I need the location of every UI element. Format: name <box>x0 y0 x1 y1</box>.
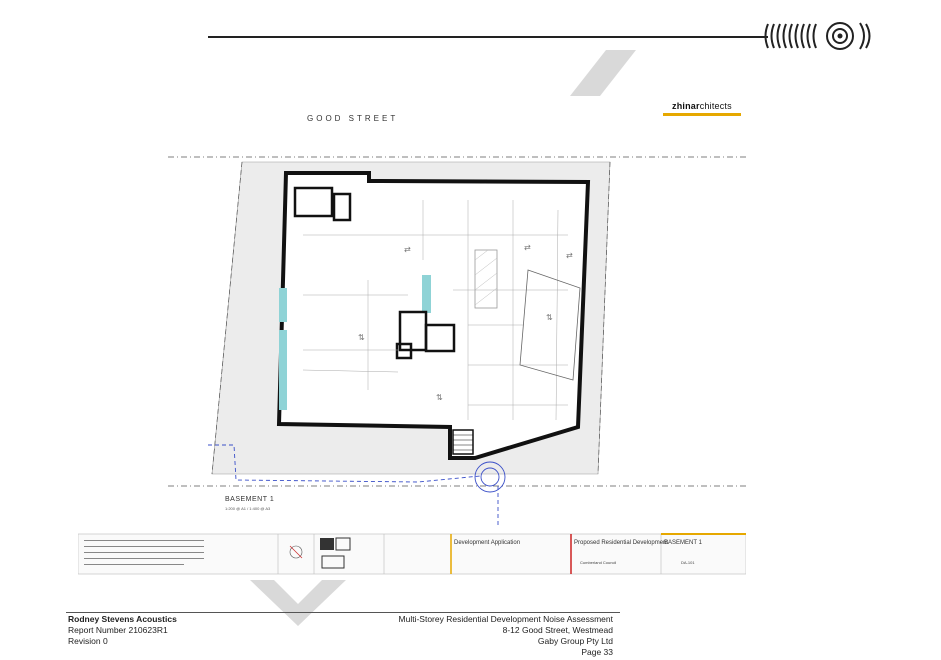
basement-title: BASEMENT 1 <box>225 496 275 503</box>
svg-text:⇅: ⇅ <box>358 333 365 342</box>
architect-logo-underline <box>663 113 741 116</box>
basement-floor-plan: ⇄ ⇅ ⇅ ⇅ ⇄ ⇄ <box>168 156 748 525</box>
decorative-chevron-top <box>570 50 636 96</box>
svg-text:⇄: ⇄ <box>404 245 411 254</box>
architect-logo: zhinarchitects <box>672 101 732 111</box>
footer-rule <box>66 612 620 613</box>
svg-text:⇄: ⇄ <box>524 243 531 252</box>
footer-company: Rodney Stevens Acoustics <box>68 614 177 624</box>
architect-logo-bold: zhinar <box>672 101 700 111</box>
street-label: GOOD STREET <box>307 114 399 123</box>
title-block-sheet-title: BASEMENT 1 <box>664 540 702 546</box>
title-block-council: Cumberland Council <box>580 560 617 565</box>
title-block-project: Proposed Residential Development <box>574 540 669 546</box>
footer-revision: Revision 0 <box>68 636 108 646</box>
footer-page-number: Page 33 <box>581 647 613 657</box>
footer-report-title: Multi-Storey Residential Development Noi… <box>398 614 613 624</box>
footer-report-number: Report Number 210623R1 <box>68 625 168 635</box>
header-rule <box>208 36 768 38</box>
title-block-drawing-number: DA-101 <box>681 560 695 565</box>
architect-logo-light: chitects <box>699 101 732 111</box>
acoustics-logo-icon <box>764 22 871 50</box>
title-block-status: Development Application <box>454 540 521 546</box>
building-outline <box>276 171 591 460</box>
footer-client: Gaby Group Pty Ltd <box>537 636 613 646</box>
svg-text:⇅: ⇅ <box>436 393 443 402</box>
title-block-frame <box>78 533 746 575</box>
footer-address: 8-12 Good Street, Westmead <box>502 625 613 635</box>
svg-text:⇄: ⇄ <box>566 251 573 260</box>
svg-text:⇅: ⇅ <box>546 313 553 322</box>
decorative-chevron-bottom <box>250 580 346 626</box>
basement-scale: 1:200 @ A1 / 1:400 @ A3 <box>225 506 271 511</box>
